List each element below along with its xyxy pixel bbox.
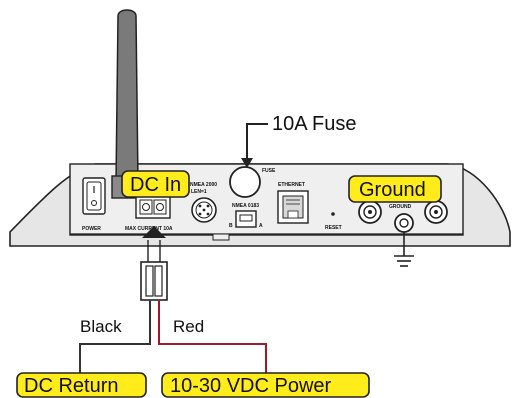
ground-label: Ground	[359, 179, 426, 201]
vdc-power-callout: 10-30 VDC Power	[161, 372, 370, 398]
ground-callout: Ground	[348, 175, 442, 203]
dc-return-callout: DC Return	[16, 372, 147, 398]
black-wire-label: Black	[80, 317, 122, 336]
red-wire: Red	[158, 300, 267, 374]
nmea-0183-connector: NMEA 0183 B A	[229, 203, 263, 229]
max-current-label: MAX CURRENT 10A	[125, 226, 173, 232]
ground-symbol-icon	[394, 232, 414, 267]
power-label: POWER	[82, 226, 101, 232]
fuse-annotation: 10A Fuse	[241, 113, 357, 168]
vdc-power-label: 10-30 VDC Power	[170, 375, 332, 397]
reset-label: RESET	[325, 225, 342, 231]
reset-button: RESET	[325, 212, 342, 231]
dc-plug-icon	[140, 226, 168, 301]
nmea-a-label: A	[259, 223, 263, 229]
len-label: LEN=1	[191, 189, 207, 195]
dc-in-callout: DC In	[121, 170, 190, 198]
antenna-icon	[111, 9, 143, 199]
fuse-panel-label: FUSE	[262, 168, 276, 174]
dc-input-connector: MAX CURRENT 10A	[125, 195, 173, 232]
ethernet-port: ETHERNET	[277, 182, 309, 224]
black-wire: Black	[79, 300, 151, 374]
nmea-2000-label: NMEA 2000	[190, 182, 217, 188]
nmea-2000-connector: NMEA 2000 LEN=1	[190, 182, 217, 223]
antenna-connectors	[358, 200, 448, 224]
fuse-annotation-label: 10A Fuse	[272, 113, 357, 135]
nmea-0183-label: NMEA 0183	[232, 203, 259, 209]
fuse-holder: FUSE	[229, 166, 276, 198]
ground-panel-label: GROUND	[389, 204, 412, 210]
ethernet-label: ETHERNET	[278, 182, 305, 188]
dc-in-label: DC In	[130, 174, 181, 196]
red-wire-label: Red	[173, 317, 204, 336]
nmea-b-label: B	[229, 223, 233, 229]
power-switch: POWER	[82, 177, 106, 232]
dc-return-label: DC Return	[24, 375, 118, 397]
